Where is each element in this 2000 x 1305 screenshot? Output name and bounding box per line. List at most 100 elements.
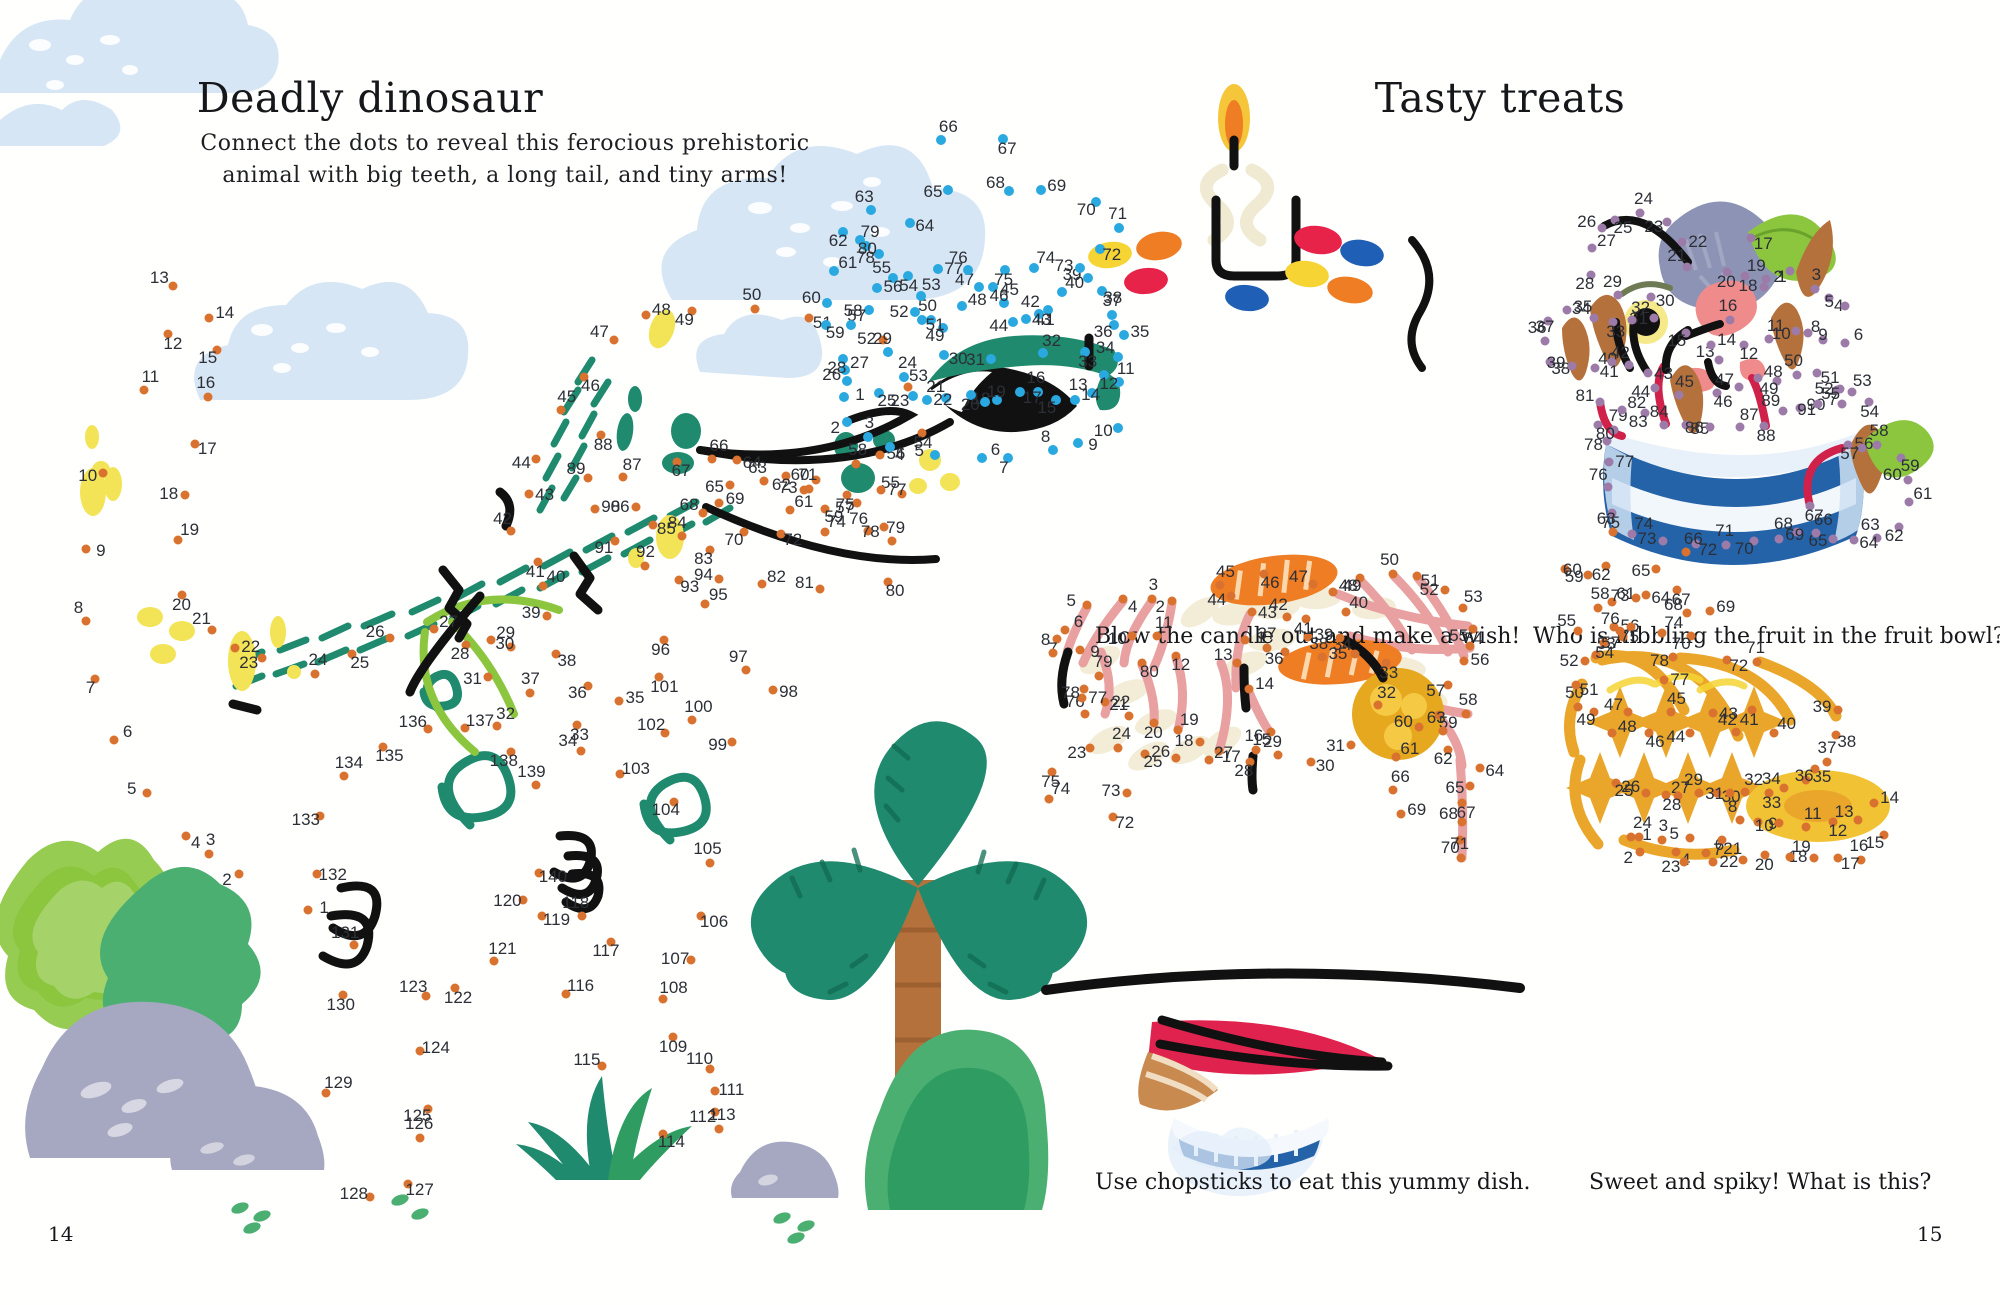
dot-marker[interactable]: [903, 271, 913, 281]
dot-marker[interactable]: [1833, 853, 1843, 863]
dot-marker[interactable]: [705, 1064, 715, 1074]
dot-marker[interactable]: [1803, 328, 1813, 338]
dot-marker[interactable]: [1232, 658, 1242, 668]
dot-marker[interactable]: [518, 895, 528, 905]
dot-marker[interactable]: [1048, 445, 1058, 455]
dot-marker[interactable]: [1457, 817, 1467, 827]
dot-marker[interactable]: [799, 485, 809, 495]
dot-marker[interactable]: [561, 989, 571, 999]
dot-marker[interactable]: [1021, 314, 1031, 324]
dot-marker[interactable]: [1752, 657, 1762, 667]
dot-marker[interactable]: [1087, 388, 1097, 398]
dot-marker[interactable]: [1587, 243, 1597, 253]
dot-marker[interactable]: [1644, 728, 1654, 738]
dot-marker[interactable]: [230, 643, 240, 653]
dot-marker[interactable]: [1658, 536, 1668, 546]
dot-marker[interactable]: [910, 307, 920, 317]
dot-marker[interactable]: [1589, 707, 1599, 717]
dot-marker[interactable]: [1712, 788, 1722, 798]
dot-marker[interactable]: [1811, 528, 1821, 538]
dot-marker[interactable]: [542, 611, 552, 621]
dot-marker[interactable]: [905, 218, 915, 228]
dot-marker[interactable]: [1705, 606, 1715, 616]
dot-marker[interactable]: [885, 442, 895, 452]
dot-marker[interactable]: [349, 940, 359, 950]
dot-marker[interactable]: [986, 354, 996, 364]
dot-marker[interactable]: [1764, 788, 1774, 798]
dot-marker[interactable]: [1666, 707, 1676, 717]
dot-marker[interactable]: [1456, 853, 1466, 863]
dot-marker[interactable]: [1714, 355, 1724, 365]
dot-marker[interactable]: [109, 735, 119, 745]
dot-marker[interactable]: [1872, 533, 1882, 543]
dot-marker[interactable]: [1282, 612, 1292, 622]
dot-marker[interactable]: [614, 696, 624, 706]
dot-marker[interactable]: [1603, 482, 1613, 492]
dot-marker[interactable]: [1350, 649, 1360, 659]
dot-marker[interactable]: [1034, 309, 1044, 319]
dot-marker[interactable]: [506, 747, 516, 757]
dot-marker[interactable]: [1171, 651, 1181, 661]
dot-marker[interactable]: [1459, 656, 1469, 666]
dot-marker[interactable]: [1705, 422, 1715, 432]
dot-marker[interactable]: [1872, 440, 1882, 450]
dot-marker[interactable]: [941, 393, 951, 403]
dot-marker[interactable]: [1004, 186, 1014, 196]
dot-marker[interactable]: [1791, 326, 1801, 336]
dot-marker[interactable]: [597, 1061, 607, 1071]
dot-marker[interactable]: [1634, 832, 1644, 842]
dot-marker[interactable]: [489, 956, 499, 966]
dot-marker[interactable]: [1593, 603, 1603, 613]
dot-marker[interactable]: [173, 535, 183, 545]
dot-marker[interactable]: [1747, 705, 1757, 715]
dot-marker[interactable]: [804, 313, 814, 323]
dot-marker[interactable]: [1124, 711, 1134, 721]
dot-marker[interactable]: [1099, 370, 1109, 380]
dot-marker[interactable]: [1685, 728, 1695, 738]
dot-marker[interactable]: [966, 390, 976, 400]
dot-marker[interactable]: [1082, 600, 1092, 610]
dot-marker[interactable]: [707, 454, 717, 464]
dot-marker[interactable]: [168, 281, 178, 291]
dot-marker[interactable]: [1682, 608, 1692, 618]
dot-marker[interactable]: [1244, 684, 1254, 694]
dot-marker[interactable]: [1458, 603, 1468, 613]
dot-marker[interactable]: [1465, 781, 1475, 791]
dot-marker[interactable]: [1657, 835, 1667, 845]
dot-marker[interactable]: [1708, 708, 1718, 718]
dot-marker[interactable]: [1195, 737, 1205, 747]
dot-marker[interactable]: [1412, 571, 1422, 581]
dot-marker[interactable]: [1003, 453, 1013, 463]
dot-marker[interactable]: [1440, 585, 1450, 595]
dot-marker[interactable]: [81, 544, 91, 554]
dot-marker[interactable]: [212, 345, 222, 355]
dot-marker[interactable]: [1414, 722, 1424, 732]
dot-marker[interactable]: [1904, 497, 1914, 507]
dot-marker[interactable]: [1391, 752, 1401, 762]
dot-marker[interactable]: [820, 504, 830, 514]
dot-marker[interactable]: [1114, 377, 1124, 387]
dot-marker[interactable]: [1317, 652, 1327, 662]
dot-marker[interactable]: [1760, 850, 1770, 860]
dot-marker[interactable]: [421, 991, 431, 1001]
dot-marker[interactable]: [1152, 631, 1162, 641]
dot-marker[interactable]: [1764, 334, 1774, 344]
dot-marker[interactable]: [610, 536, 620, 546]
dot-marker[interactable]: [583, 681, 593, 691]
dot-marker[interactable]: [980, 397, 990, 407]
dot-marker[interactable]: [1434, 710, 1444, 720]
dot-marker[interactable]: [1649, 313, 1659, 323]
dot-marker[interactable]: [750, 304, 760, 314]
dot-marker[interactable]: [1602, 436, 1612, 446]
dot-marker[interactable]: [1571, 680, 1581, 690]
dot-marker[interactable]: [1761, 274, 1771, 284]
dot-marker[interactable]: [1396, 809, 1406, 819]
dot-marker[interactable]: [537, 911, 547, 921]
dot-marker[interactable]: [1641, 788, 1651, 798]
dot-marker[interactable]: [1113, 423, 1123, 433]
dot-marker[interactable]: [1044, 794, 1054, 804]
dot-marker[interactable]: [938, 323, 948, 333]
dot-marker[interactable]: [1475, 763, 1485, 773]
dot-marker[interactable]: [1810, 764, 1820, 774]
dot-marker[interactable]: [1540, 336, 1550, 346]
